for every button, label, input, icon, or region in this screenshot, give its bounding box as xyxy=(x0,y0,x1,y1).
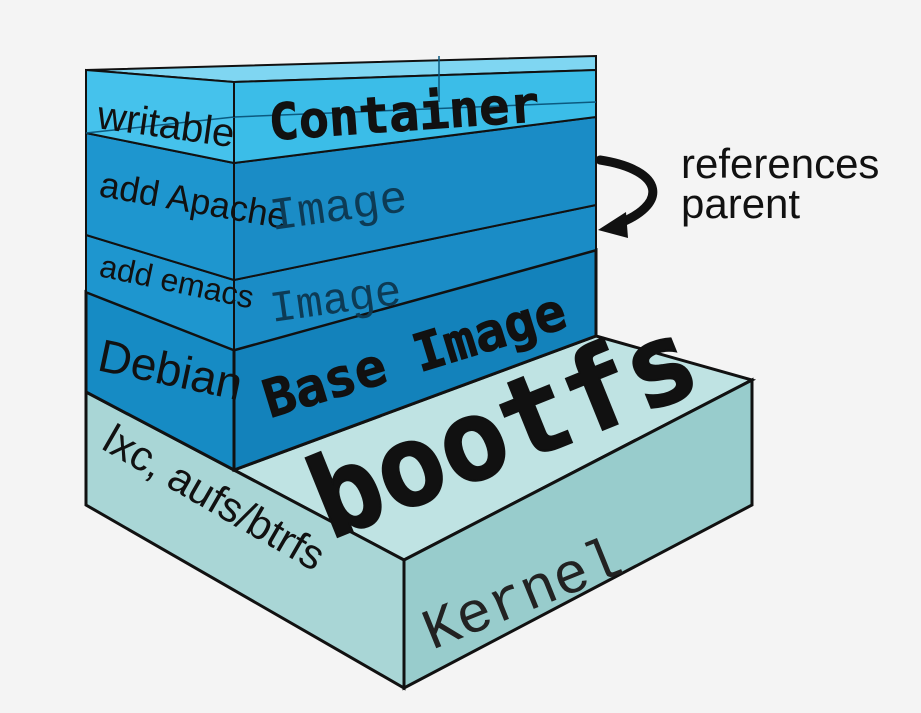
container-inner-edge-a xyxy=(85,116,235,134)
references-parent-annotation: references parent xyxy=(595,140,879,238)
image-apache-layer: add Apache Image xyxy=(85,115,597,282)
container-front-face xyxy=(233,68,597,165)
annotation-line-1: references xyxy=(681,140,879,187)
container-inner-edge-b xyxy=(233,101,597,118)
bootfs-front-face xyxy=(402,377,754,691)
curved-arrow-icon xyxy=(595,155,658,230)
arrowhead-icon xyxy=(598,212,628,238)
annotation-line-2: parent xyxy=(681,180,800,227)
